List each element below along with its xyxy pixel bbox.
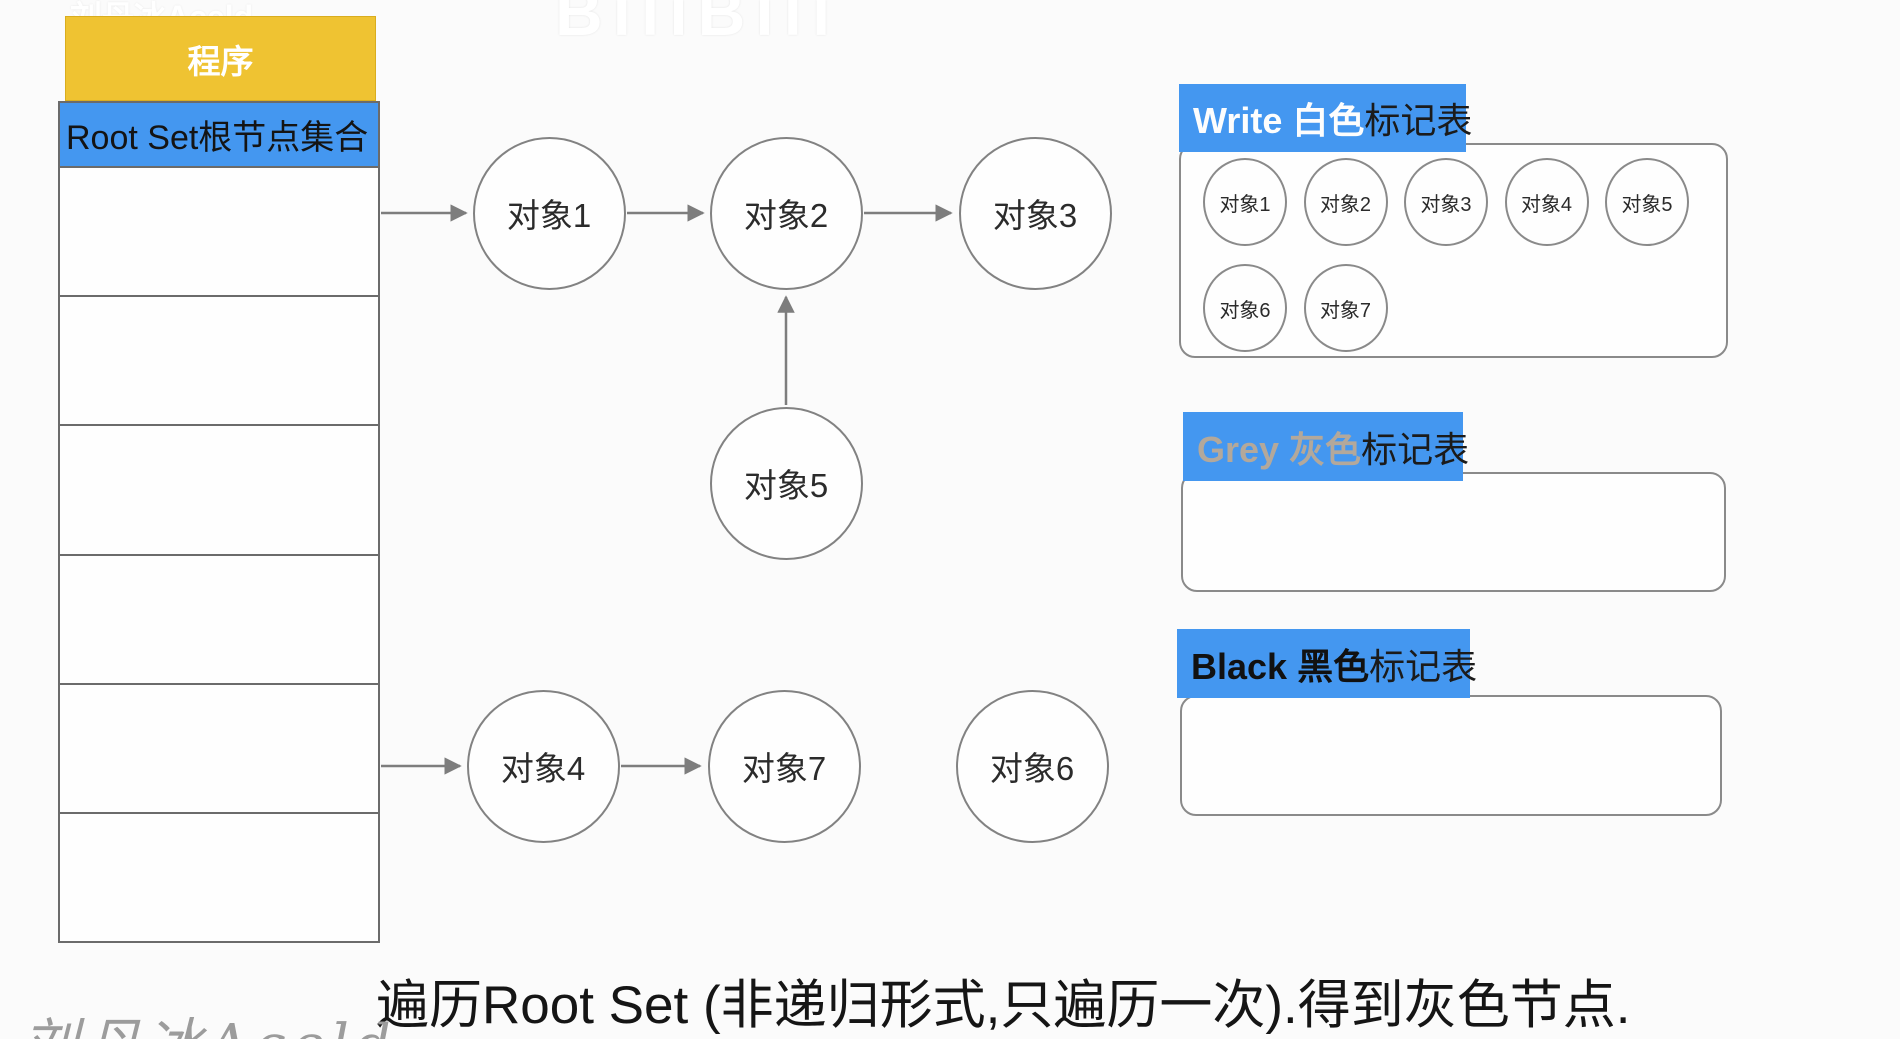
marked-object-对象4: 对象4 xyxy=(1504,158,1589,246)
grey-table-title: Grey 灰色 xyxy=(1197,428,1362,470)
memory-row xyxy=(60,811,378,942)
black-table-title-suffix: 标记表 xyxy=(1369,645,1478,687)
grey-table-title-suffix: 标记表 xyxy=(1361,428,1470,470)
graph-node-对象2: 对象2 xyxy=(709,136,863,290)
marked-object-对象3: 对象3 xyxy=(1404,158,1488,246)
white-table-title: Write 白色 xyxy=(1193,100,1365,141)
program-header: 程序 xyxy=(65,16,376,101)
marked-object-对象7: 对象7 xyxy=(1303,264,1388,352)
graph-node-对象3: 对象3 xyxy=(958,136,1112,290)
caption-text: 遍历Root Set (非递归形式,只遍历一次).得到灰色节点. xyxy=(376,976,1631,1035)
black-table-title: Black 黑色 xyxy=(1191,645,1370,687)
memory-row xyxy=(60,424,378,554)
memory-row xyxy=(60,295,378,425)
marked-object-对象2: 对象2 xyxy=(1303,158,1388,246)
graph-node-对象5: 对象5 xyxy=(709,406,863,560)
graph-node-对象1: 对象1 xyxy=(472,136,626,290)
black-table-box xyxy=(1180,695,1722,816)
bilibili-watermark: BiliBili xyxy=(555,0,841,49)
graph-node-对象4: 对象4 xyxy=(466,689,620,843)
memory-table: Root Set根节点集合 xyxy=(58,101,380,943)
graph-node-对象7: 对象7 xyxy=(707,689,861,843)
graph-node-对象6: 对象6 xyxy=(955,689,1109,843)
memory-empty-rows xyxy=(60,166,378,942)
author-signature: 刘丹冰Aceld xyxy=(22,1000,397,1039)
white-table-label: Write 白色标记表 xyxy=(1179,84,1472,152)
white-table-title-suffix: 标记表 xyxy=(1364,100,1473,141)
memory-row xyxy=(60,166,378,296)
memory-row xyxy=(60,682,378,812)
black-table-label: Black 黑色标记表 xyxy=(1177,629,1477,698)
memory-row xyxy=(60,553,378,683)
root-set-row: Root Set根节点集合 xyxy=(60,103,378,166)
grey-table-box xyxy=(1181,472,1726,592)
marked-object-对象1: 对象1 xyxy=(1203,158,1287,246)
marked-object-对象6: 对象6 xyxy=(1203,264,1287,352)
grey-table-label: Grey 灰色标记表 xyxy=(1183,412,1469,481)
marked-object-对象5: 对象5 xyxy=(1605,158,1689,246)
